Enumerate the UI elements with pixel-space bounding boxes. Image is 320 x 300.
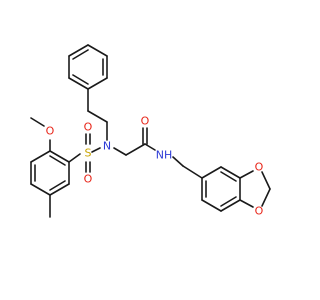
bond [261,188,271,207]
aromatic-inner-bond [49,180,66,191]
benzodioxole-ring [201,166,271,212]
bond [239,199,254,208]
bond [220,199,241,212]
bond [87,110,108,123]
aromatic-inner-bond [49,155,66,166]
bond [239,170,254,179]
bond [113,147,127,156]
methoxy-oxygen-label: O [46,125,55,138]
aromatic-inner-bond [72,49,89,60]
bond [201,199,222,212]
bond [30,117,45,127]
phenyl-ring [68,44,108,90]
aromatic-inner-bond [72,74,89,85]
bond [144,143,156,151]
bond [91,147,101,153]
sulfonyl-oxygen-top-label: O [84,121,93,134]
bond [220,166,241,179]
bond [125,143,146,156]
bond [68,44,89,57]
aromatic-inner-bond [220,196,237,207]
bond [49,183,70,196]
dioxole-oxygen-bottom-label: O [255,205,264,218]
molecule-structure: O O S O N O NH O O [30,44,271,218]
bond [49,150,70,163]
methoxy-methyl-benzene-ring [30,117,70,218]
bond [201,166,222,179]
atom-labels: O O S O N O NH O O [46,115,264,218]
amide-nh-label: NH [156,149,173,162]
sulfonamide-nitrogen-label: N [103,140,111,153]
bond [87,44,108,57]
bond [68,77,89,90]
bond [30,183,51,196]
sulfonyl-oxygen-bottom-label: O [84,173,93,186]
aromatic-inner-bond [220,171,237,182]
bond [30,150,51,163]
bond [172,156,184,167]
bond [182,165,203,179]
carbonyl-oxygen-label: O [141,115,150,128]
sulfur-label: S [85,147,92,160]
dioxole-oxygen-top-label: O [255,161,264,174]
bond [87,77,108,90]
bond [68,153,81,163]
bond [261,171,271,190]
